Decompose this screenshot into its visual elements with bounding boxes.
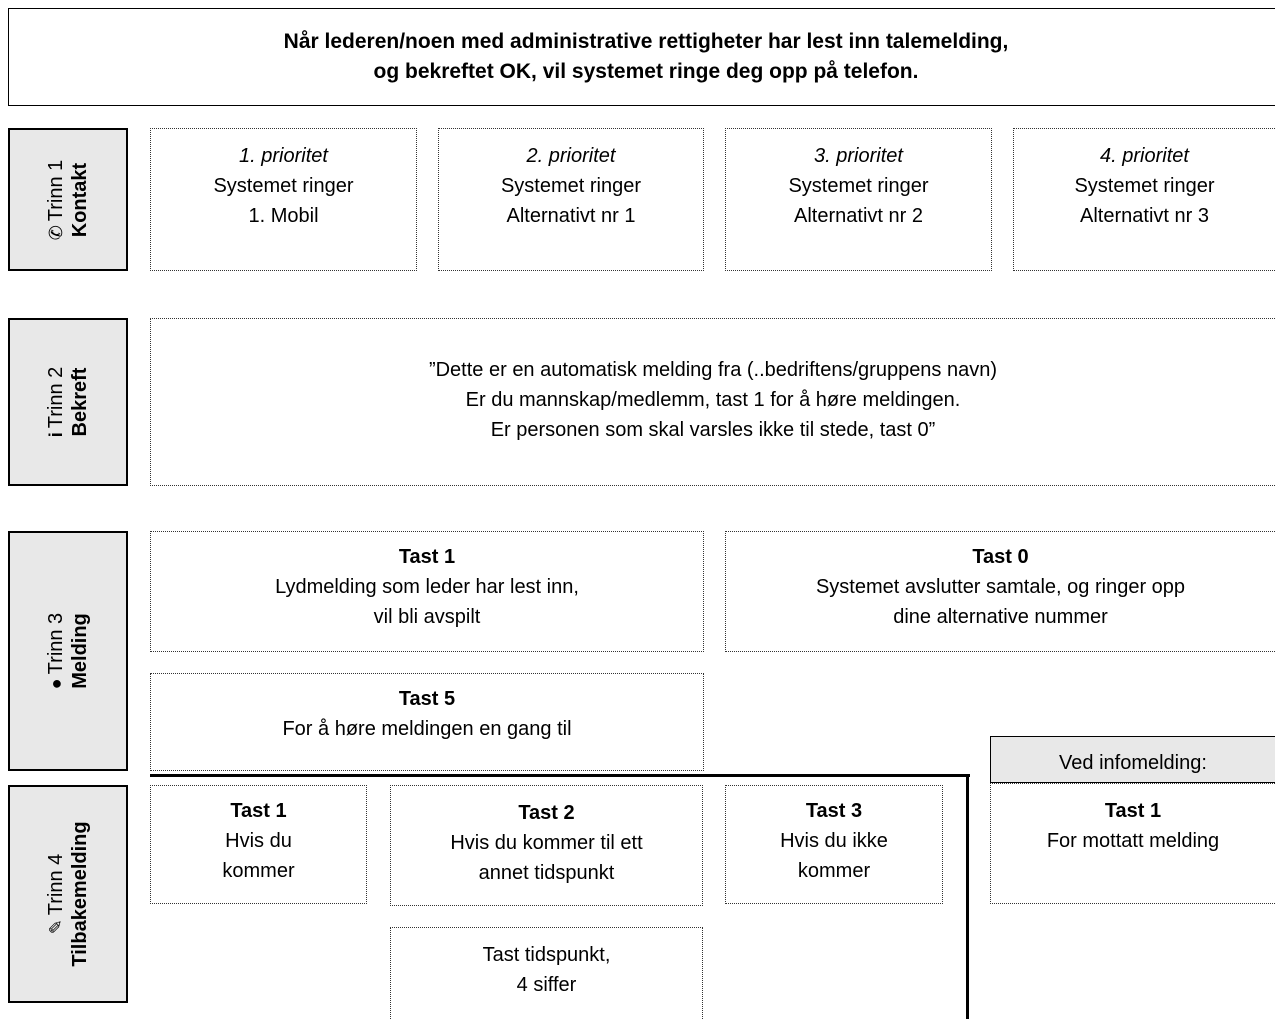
step-1-label: ✆ Trinn 1 Kontakt — [8, 128, 128, 271]
feedback-time-line2: 4 siffer — [516, 974, 577, 996]
priority-4-title: 4. prioritet — [1100, 145, 1189, 167]
info-tast1-line1: For mottatt melding — [1046, 830, 1220, 852]
connector-vertical-line — [966, 774, 969, 1019]
message-tast1-title: Tast 1 — [398, 546, 456, 568]
priority-3-line1: Systemet ringer — [788, 175, 929, 197]
feedback-tast2-line1: Hvis du kommer til ett — [450, 832, 643, 854]
priority-2-title: 2. prioritet — [526, 145, 616, 167]
header-line-2: og bekreftet OK, vil systemet ringe deg … — [373, 60, 919, 83]
feedback-tast2-title: Tast 2 — [518, 802, 575, 824]
feedback-time-line1: Tast tidspunkt, — [482, 944, 611, 966]
step-4-name: Tilbakemelding — [69, 821, 91, 967]
message-tast5-box: Tast 5 For å høre meldingen en gang til — [150, 673, 704, 771]
priority-1-title: 1. prioritet — [239, 145, 328, 167]
header-line-1: Når lederen/noen med administrative rett… — [283, 30, 1009, 53]
step-2-number: Trinn 2 — [45, 366, 67, 429]
info-label: Ved infomelding: — [1059, 752, 1207, 774]
feedback-tast3-line2: kommer — [797, 860, 871, 882]
header-box: Når lederen/noen med administrative rett… — [8, 8, 1275, 106]
feedback-time-box: Tast tidspunkt, 4 siffer — [390, 927, 703, 1019]
confirm-box: ”Dette er en automatisk melding fra (..b… — [150, 318, 1275, 486]
message-tast1-box: Tast 1 Lydmelding som leder har lest inn… — [150, 531, 704, 652]
step-2-label: i Trinn 2 Bekreft — [8, 318, 128, 486]
message-tast0-title: Tast 0 — [972, 546, 1029, 568]
priority-2-box: 2. prioritet Systemet ringer Alternativt… — [438, 128, 704, 271]
priority-2-line1: Systemet ringer — [500, 175, 642, 197]
message-tast5-line1: For å høre meldingen en gang til — [282, 718, 572, 740]
info-tast1-title: Tast 1 — [1104, 800, 1162, 822]
connector-horizontal-line — [150, 774, 970, 777]
step-3-name: Melding — [69, 613, 91, 689]
feedback-tast2-box: Tast 2 Hvis du kommer til ett annet tids… — [390, 785, 703, 906]
pencil-icon: ✎ — [46, 919, 66, 935]
info-icon: i — [46, 432, 66, 438]
feedback-tast1-line2: kommer — [222, 860, 295, 882]
info-tast1-box: Tast 1 For mottatt melding — [990, 783, 1275, 904]
priority-3-line2: Alternativt nr 2 — [794, 205, 923, 227]
priority-3-title: 3. prioritet — [814, 145, 903, 167]
feedback-tast3-line1: Hvis du ikke — [780, 830, 888, 852]
phone-icon: ✆ — [46, 224, 66, 240]
message-tast1-line2: vil bli avspilt — [373, 606, 481, 628]
message-tast1-line1: Lydmelding som leder har lest inn, — [275, 576, 579, 598]
message-tast0-line2: dine alternative nummer — [893, 606, 1108, 628]
confirm-line3: Er personen som skal varsles ikke til st… — [490, 419, 936, 441]
step-3-label: ● Trinn 3 Melding — [8, 531, 128, 771]
confirm-line1: ”Dette er en automatisk melding fra (..b… — [428, 359, 998, 381]
priority-4-box: 4. prioritet Systemet ringer Alternativt… — [1013, 128, 1275, 271]
message-tast0-box: Tast 0 Systemet avslutter samtale, og ri… — [725, 531, 1275, 652]
info-label-box: Ved infomelding: — [990, 736, 1275, 783]
priority-1-line1: Systemet ringer — [213, 175, 354, 197]
feedback-tast3-title: Tast 3 — [805, 800, 863, 822]
priority-1-box: 1. prioritet Systemet ringer 1. Mobil — [150, 128, 417, 271]
priority-3-box: 3. prioritet Systemet ringer Alternativt… — [725, 128, 992, 271]
step-1-number: Trinn 1 — [45, 159, 67, 221]
feedback-tast1-title: Tast 1 — [230, 800, 287, 822]
step-2-name: Bekreft — [69, 367, 91, 437]
priority-2-line2: Alternativt nr 1 — [506, 205, 636, 227]
feedback-tast2-line2: annet tidspunkt — [478, 862, 615, 884]
step-4-label: ✎ Trinn 4 Tilbakemelding — [8, 785, 128, 1003]
step-3-number: Trinn 3 — [45, 612, 67, 675]
step-4-number: Trinn 4 — [45, 853, 67, 916]
feedback-tast3-box: Tast 3 Hvis du ikke kommer — [725, 785, 943, 904]
priority-4-line2: Alternativt nr 3 — [1080, 205, 1209, 227]
message-tast0-line1: Systemet avslutter samtale, og ringer op… — [815, 576, 1186, 598]
feedback-tast1-box: Tast 1 Hvis du kommer — [150, 785, 367, 904]
step-1-name: Kontakt — [69, 162, 91, 237]
message-tast5-title: Tast 5 — [398, 688, 456, 710]
priority-4-line1: Systemet ringer — [1074, 175, 1215, 197]
confirm-line2: Er du mannskap/medlemm, tast 1 for å hør… — [465, 389, 961, 411]
feedback-tast1-line1: Hvis du — [225, 830, 292, 852]
bomb-icon: ● — [46, 678, 66, 690]
priority-1-line2: 1. Mobil — [248, 205, 319, 227]
